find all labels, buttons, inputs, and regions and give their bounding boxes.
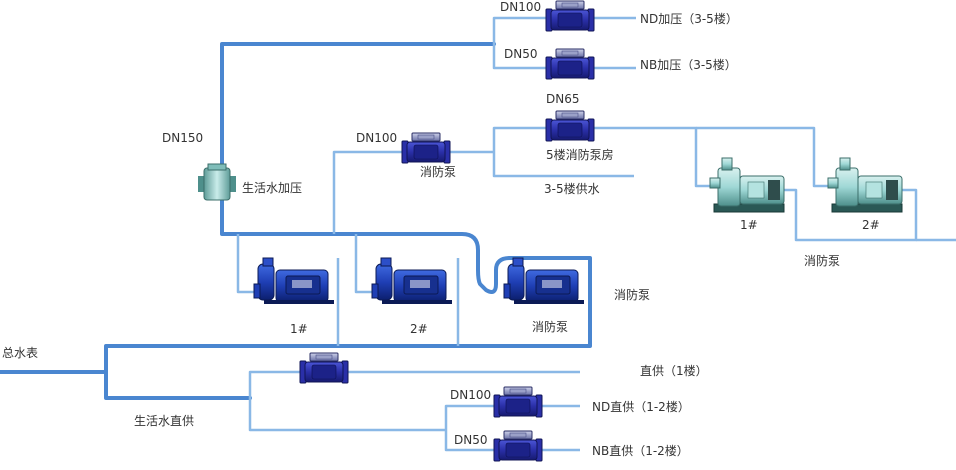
label-dn50-bottom: DN50 — [454, 433, 488, 447]
pipe-fire-right — [696, 126, 836, 188]
meter-dn100-top — [545, 0, 595, 32]
label-fire-pump-group: 消防泵 — [614, 288, 651, 302]
pipe-fire-outlet-1 — [778, 188, 918, 242]
label-pump3: 消防泵 — [532, 320, 569, 334]
label-direct-1f: 直供（1楼） — [640, 364, 708, 378]
pipe-direct-low — [248, 398, 446, 432]
label-pump1: 1# — [290, 322, 308, 336]
label-fire-pump-meter: 消防泵 — [420, 165, 457, 179]
pipe-fire-lower — [492, 152, 634, 178]
pump-3 — [503, 257, 585, 305]
label-dn65: DN65 — [546, 92, 580, 106]
fire-pump-2 — [827, 157, 903, 213]
label-dn50-top: DN50 — [504, 47, 538, 61]
fire-pump-1 — [709, 157, 785, 213]
label-right-pump1: 1# — [740, 218, 758, 232]
label-right-fire-pump: 消防泵 — [804, 254, 841, 268]
pump-1 — [253, 257, 335, 305]
label-dn100-fire: DN100 — [356, 131, 398, 145]
meter-dn100-fire — [401, 132, 451, 164]
label-nb-direct: NB直供（1-2楼） — [592, 444, 689, 458]
meter-dn65 — [545, 110, 595, 142]
label-pump2: 2# — [410, 322, 428, 336]
label-fire-room: 5楼消防泵房 — [546, 148, 614, 162]
label-nb-boost: NB加压（3-5楼） — [640, 58, 737, 72]
main-supply-pipe — [0, 41, 592, 374]
pipe-fire-riser — [332, 150, 494, 234]
pipe-direct-1f — [248, 370, 580, 398]
label-dn100-top: DN100 — [500, 0, 542, 14]
main-to-direct-pipe — [104, 370, 252, 400]
label-supply-3-5: 3-5楼供水 — [544, 182, 600, 196]
pump-2 — [371, 257, 453, 305]
meter-dn50-bottom — [493, 430, 543, 462]
meter-dn100-bottom — [493, 386, 543, 418]
label-nd-boost: ND加压（3-5楼） — [640, 12, 738, 26]
label-main-meter: 总水表 — [2, 346, 39, 360]
label-dn100-bottom: DN100 — [450, 388, 492, 402]
label-right-pump2: 2# — [862, 218, 880, 232]
meter-direct — [299, 352, 349, 384]
label-domestic-boost: 生活水加压 — [242, 181, 303, 195]
label-domestic-direct: 生活水直供 — [134, 414, 195, 428]
label-dn150: DN150 — [162, 131, 204, 145]
label-nd-direct: ND直供（1-2楼） — [592, 400, 690, 414]
meter-dn50-top — [545, 48, 595, 80]
boost-valve — [198, 163, 236, 201]
